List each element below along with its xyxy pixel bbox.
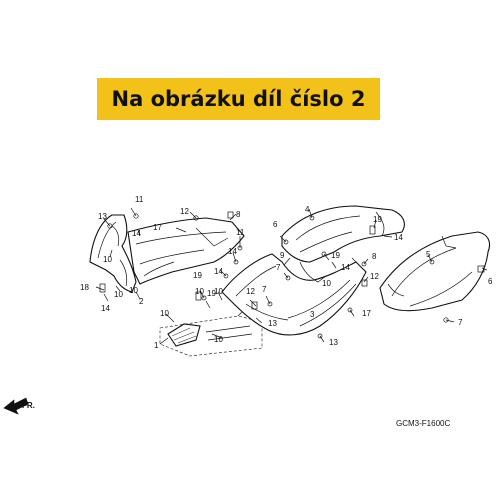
part-rear-side-cover <box>379 231 491 312</box>
callout-17: 17 <box>153 223 162 232</box>
callout-7: 7 <box>458 318 463 327</box>
callout-6: 6 <box>488 277 493 286</box>
callout-14: 14 <box>214 267 223 276</box>
callout-6: 6 <box>273 220 278 229</box>
callout-14: 14 <box>132 229 141 238</box>
callout-12: 12 <box>370 272 379 281</box>
callout-10: 10 <box>322 279 331 288</box>
callout-12: 12 <box>180 207 189 216</box>
callout-14: 14 <box>341 263 350 272</box>
callout-17: 17 <box>362 309 371 318</box>
callout-10: 10 <box>103 255 112 264</box>
part-front-inner-cowl <box>89 214 245 293</box>
part-number-banner: Na obrázku díl číslo 2 <box>97 78 380 120</box>
callout-4: 4 <box>305 205 310 214</box>
banner-text: Na obrázku díl číslo 2 <box>111 87 366 111</box>
callout-14: 14 <box>101 304 110 313</box>
callout-19: 19 <box>373 215 382 224</box>
callout-14: 14 <box>394 233 403 242</box>
front-direction-indicator: FR. <box>3 397 35 415</box>
arrow-left-icon <box>3 397 29 415</box>
callout-11: 11 <box>236 228 245 237</box>
callout-labels: 11 13 14 17 12 8 11 14 10 18 10 10 2 14 … <box>80 195 493 350</box>
callout-7: 7 <box>262 285 267 294</box>
diagram-code: GCM3-F1600C <box>396 419 450 428</box>
fastener-icons <box>99 211 485 339</box>
part-under-cowl <box>221 253 367 336</box>
callout-13: 13 <box>98 212 107 221</box>
callout-10: 10 <box>160 309 169 318</box>
callout-19: 19 <box>207 289 216 298</box>
callout-3: 3 <box>310 310 315 319</box>
callout-10: 10 <box>214 287 223 296</box>
callout-2: 2 <box>139 297 144 306</box>
callout-10: 10 <box>214 335 223 344</box>
callout-10: 10 <box>114 290 123 299</box>
callout-8: 8 <box>372 252 377 261</box>
callout-19: 19 <box>331 251 340 260</box>
callout-13: 13 <box>329 338 338 347</box>
callout-13: 13 <box>268 319 277 328</box>
callout-12: 12 <box>246 287 255 296</box>
direction-label: FR. <box>22 401 35 410</box>
callout-10: 10 <box>129 286 138 295</box>
callout-18: 18 <box>80 283 89 292</box>
callout-14: 14 <box>228 247 237 256</box>
callout-19: 19 <box>193 271 202 280</box>
callout-5: 5 <box>426 250 431 259</box>
callout-9: 9 <box>280 251 285 260</box>
callout-11: 11 <box>135 195 144 204</box>
callout-10: 10 <box>195 287 204 296</box>
callout-7: 7 <box>276 263 281 272</box>
callout-1: 1 <box>154 341 159 350</box>
callout-8: 8 <box>236 210 241 219</box>
